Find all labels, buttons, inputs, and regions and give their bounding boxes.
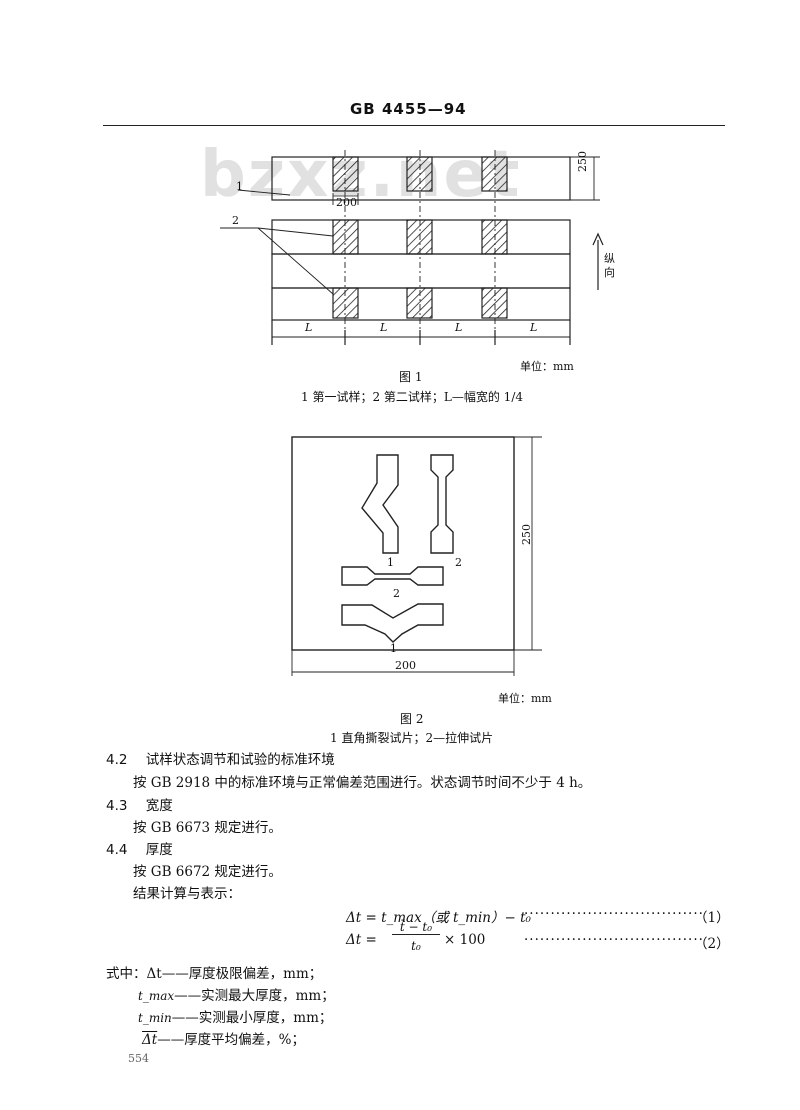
section-4-2-heading: 4.2 试样状态调节和试验的标准环境 [106,748,335,768]
formula-2-numerator: t̄ − t₀ [392,920,440,935]
callout-1-label: 1 [236,180,243,193]
fig1-unit: 单位：mm [520,360,574,373]
page-number: 554 [128,1052,149,1065]
fig2-label-2a: 2 [455,556,462,569]
sheet-outline [291,436,515,651]
specimen-hatch [406,219,433,255]
section-title: 厚度 [145,842,173,858]
formula-2-number: （2） [694,936,730,952]
fig1-dim-height: 250 [576,151,589,172]
fig2-title: 图 2 [400,712,424,726]
fig2-dim-height: 250 [520,524,533,545]
formula-1-number: （1） [694,910,730,926]
section-4-3-heading: 4.3 宽度 [106,794,173,814]
right-angle-tear-specimen-horizontal [341,603,444,643]
fig1-caption: 1 第一试样；2 第二试样；L—幅宽的 1/4 [301,390,523,404]
fig1-l-label-1: L [305,321,313,334]
callout-2-label: 2 [232,214,239,227]
where-symbol: Δt [142,1032,158,1048]
section-number: 4.2 [106,752,128,768]
section-4-4-heading: 4.4 厚度 [106,838,173,858]
fig2-label-1b: 1 [390,642,397,655]
where-symbol: t_min [138,1011,172,1025]
fig1-l-label-3: L [455,321,463,334]
where-symbol: 式中：Δt [106,966,162,982]
formula-1-leader: ·································· [524,906,704,922]
specimen-hatch [481,287,508,319]
formula-1: Δt = t_max（或 t_min）− t₀ [346,910,531,926]
where-desc: ——厚度平均偏差，%； [157,1032,306,1048]
fig1-title: 图 1 [399,370,423,384]
where-symbol: t_max [138,989,175,1003]
where-row-3: t_min——实测最小厚度，mm； [138,1006,332,1026]
section-title: 宽度 [145,798,173,814]
section-title: 试样状态调节和试验的标准环境 [145,752,335,768]
header-rule [103,125,725,126]
specimen-hatch [332,219,359,255]
where-row-2: t_max——实测最大厚度，mm； [138,984,335,1004]
specimen-hatch [406,287,433,319]
tensile-specimen-vertical [430,454,454,554]
fig1-l-label-4: L [530,321,538,334]
result-intro: 结果计算与表示： [133,886,241,902]
fig2-label-2b: 2 [393,587,400,600]
formula-2-leader: ·································· [524,932,704,948]
where-desc: ——实测最大厚度，mm； [174,988,335,1004]
formula-2-tail: × 100 [444,932,486,948]
specimen-hatch [406,156,433,192]
formula-2-denominator: t₀ [411,939,421,953]
strip-3 [271,253,571,289]
tensile-specimen-horizontal [341,566,444,586]
where-desc: ——厚度极限偏差，mm； [161,966,323,982]
fig1-direction-label: 纵向 [604,252,615,279]
standard-header: GB 4455—94 [350,100,467,118]
figure-1 [220,150,604,345]
fig2-unit: 单位：mm [498,692,552,705]
section-number: 4.4 [106,842,128,858]
where-desc: ——实测最小厚度，mm； [171,1010,333,1026]
section-4-3-text: 按 GB 6673 规定进行。 [133,820,282,836]
specimen-hatch [332,156,359,192]
section-number: 4.3 [106,798,128,814]
fig1-l-label-2: L [380,321,388,334]
fig2-caption: 1 直角撕裂试片；2—拉伸试片 [330,731,494,745]
fig2-dim-width: 200 [395,659,416,672]
section-4-2-text: 按 GB 2918 中的标准环境与正常偏差范围进行。状态调节时间不少于 4 h。 [133,775,592,791]
formula-2-lhs: Δt = [346,932,377,948]
figure-2 [291,436,542,676]
fig2-label-1a: 1 [387,556,394,569]
where-row-1: 式中：Δt——厚度极限偏差，mm； [106,962,322,982]
fig1-dim-width: 200 [336,196,357,209]
specimen-hatch [481,219,508,255]
section-4-4-text: 按 GB 6672 规定进行。 [133,864,282,880]
right-angle-tear-specimen-vertical [361,454,399,554]
where-row-4: Δt——厚度平均偏差，%； [142,1028,305,1048]
specimen-hatch [481,156,508,192]
specimen-hatch [332,287,359,319]
